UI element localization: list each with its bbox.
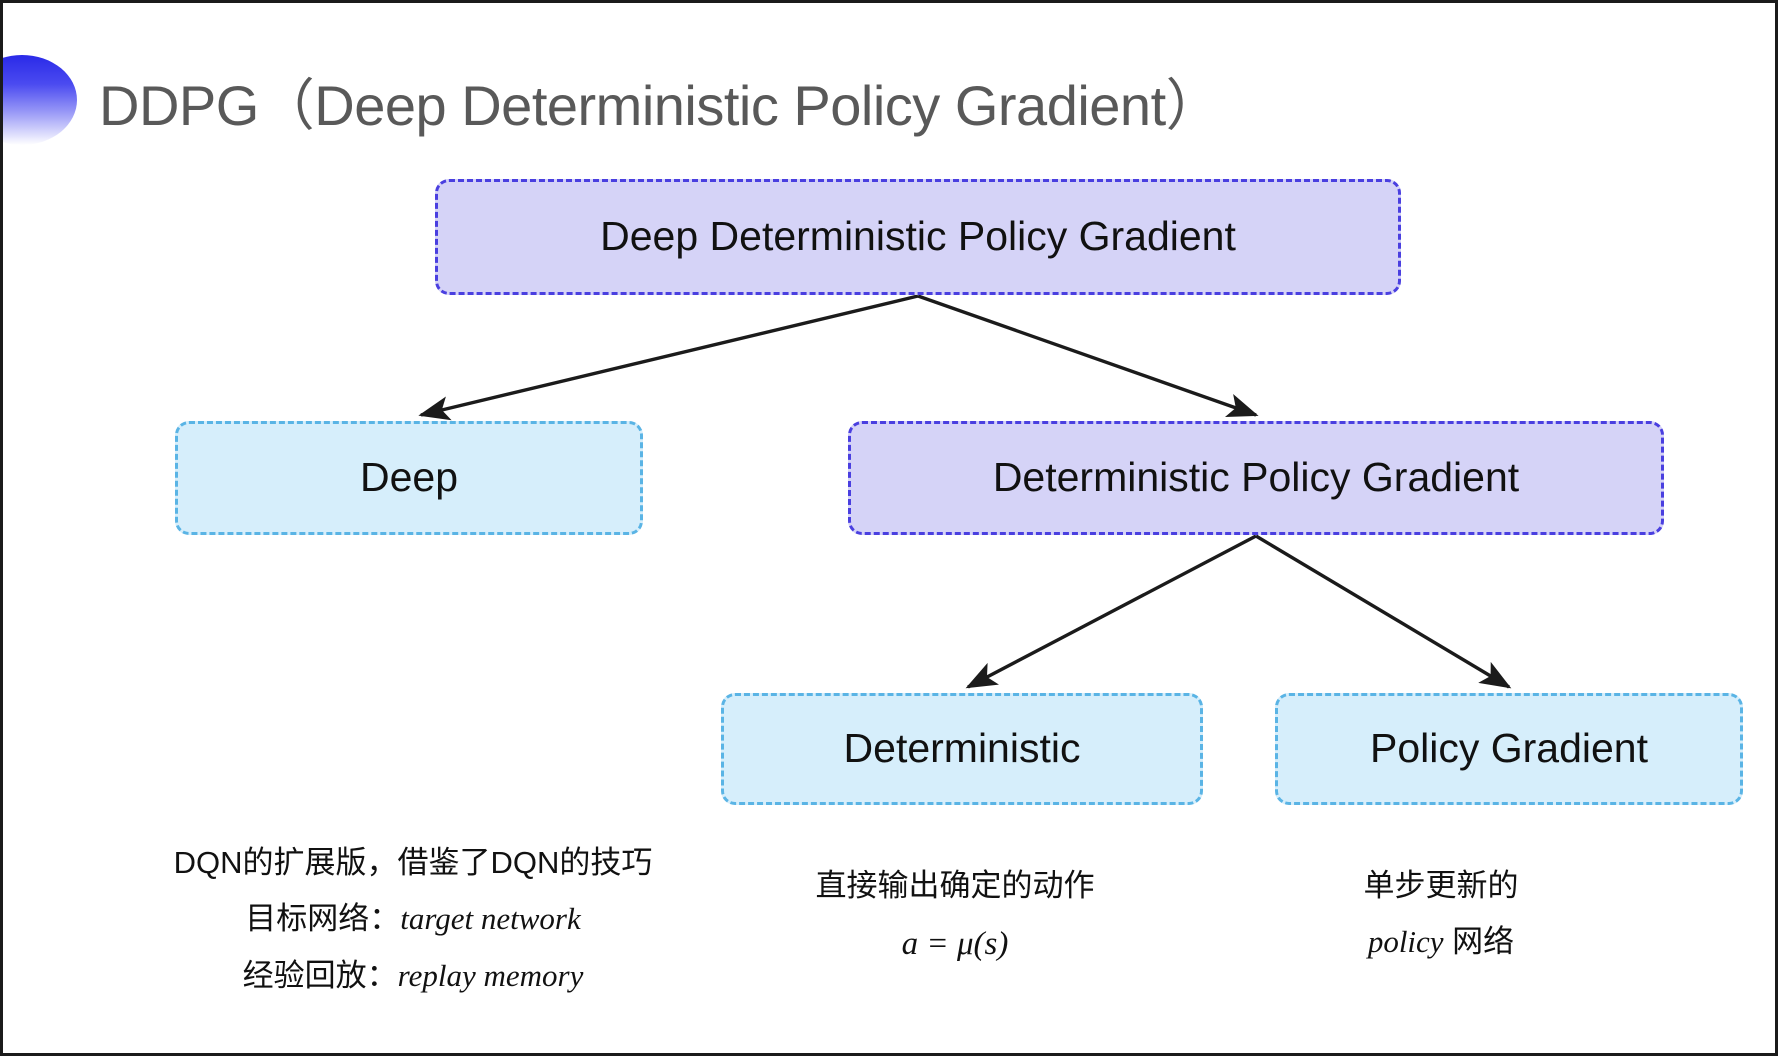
node-deterministic-policy-gradient[interactable]: Deterministic Policy Gradient [848, 421, 1664, 535]
node-deterministic[interactable]: Deterministic [721, 693, 1203, 805]
notes-policy-gradient-line1: 单步更新的 [1363, 868, 1519, 903]
notes-deterministic-line1: 直接输出确定的动作 [815, 868, 1095, 903]
notes-deep-line3-label: 经验回放： [242, 957, 398, 993]
node-policy-gradient[interactable]: Policy Gradient [1275, 693, 1743, 805]
notes-policy-gradient: 单步更新的 policy 网络 [1291, 858, 1591, 971]
notes-deep-line2-label: 目标网络： [245, 901, 401, 937]
notes-policy-gradient-line2: policy 网络 [1291, 914, 1591, 970]
notes-deep-line1: DQN的扩展版，借鉴了DQN的技巧 [173, 845, 653, 880]
arrow-dpg-to-policy-gradient [1255, 534, 1512, 689]
arrow-root-to-dpg [917, 294, 1259, 418]
notes-policy-gradient-term: policy [1367, 924, 1444, 960]
notes-deterministic-formula: a = μ(s) [901, 926, 1009, 963]
arrow-root-to-deep [418, 294, 919, 421]
notes-deep-line3-term: replay memory [397, 957, 584, 993]
notes-deep-line2: 目标网络：target network [153, 891, 673, 947]
notes-deep-line3: 经验回放：replay memory [153, 948, 673, 1004]
node-deep-deterministic-policy-gradient[interactable]: Deep Deterministic Policy Gradient [435, 179, 1401, 295]
gradient-ellipse-bullet-icon [3, 55, 77, 145]
notes-deterministic: 直接输出确定的动作 a = μ(s) [785, 858, 1125, 974]
notes-deep: DQN的扩展版，借鉴了DQN的技巧 目标网络：target network 经验… [153, 835, 673, 1004]
node-deep[interactable]: Deep [175, 421, 643, 535]
notes-policy-gradient-suffix: 网络 [1443, 924, 1515, 960]
notes-deep-line2-term: target network [400, 901, 581, 937]
page-title: DDPG（Deep Deterministic Policy Gradient） [99, 74, 1222, 137]
arrow-dpg-to-deterministic [965, 534, 1257, 689]
